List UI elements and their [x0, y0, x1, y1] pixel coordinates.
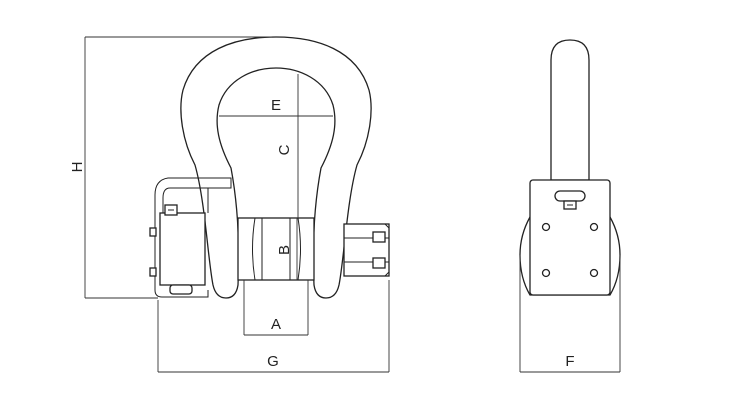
dimension-label-c: C	[276, 144, 293, 155]
pin-nut	[343, 223, 390, 277]
side-housing-plate	[529, 179, 611, 296]
dimension-label-e: E	[271, 97, 281, 114]
load-cell-housing	[149, 177, 232, 298]
dimension-label-h: H	[69, 162, 86, 173]
pin-body	[237, 217, 315, 281]
dimension-label-b: B	[276, 245, 293, 255]
side-view: F	[519, 39, 621, 373]
dimension-label-f: F	[565, 353, 574, 370]
side-bow	[550, 39, 590, 181]
shackle-bow	[180, 36, 372, 299]
front-view: H E C B A G	[69, 36, 390, 373]
dimension-label-a: A	[271, 316, 281, 333]
dimension-label-g: G	[267, 353, 279, 370]
